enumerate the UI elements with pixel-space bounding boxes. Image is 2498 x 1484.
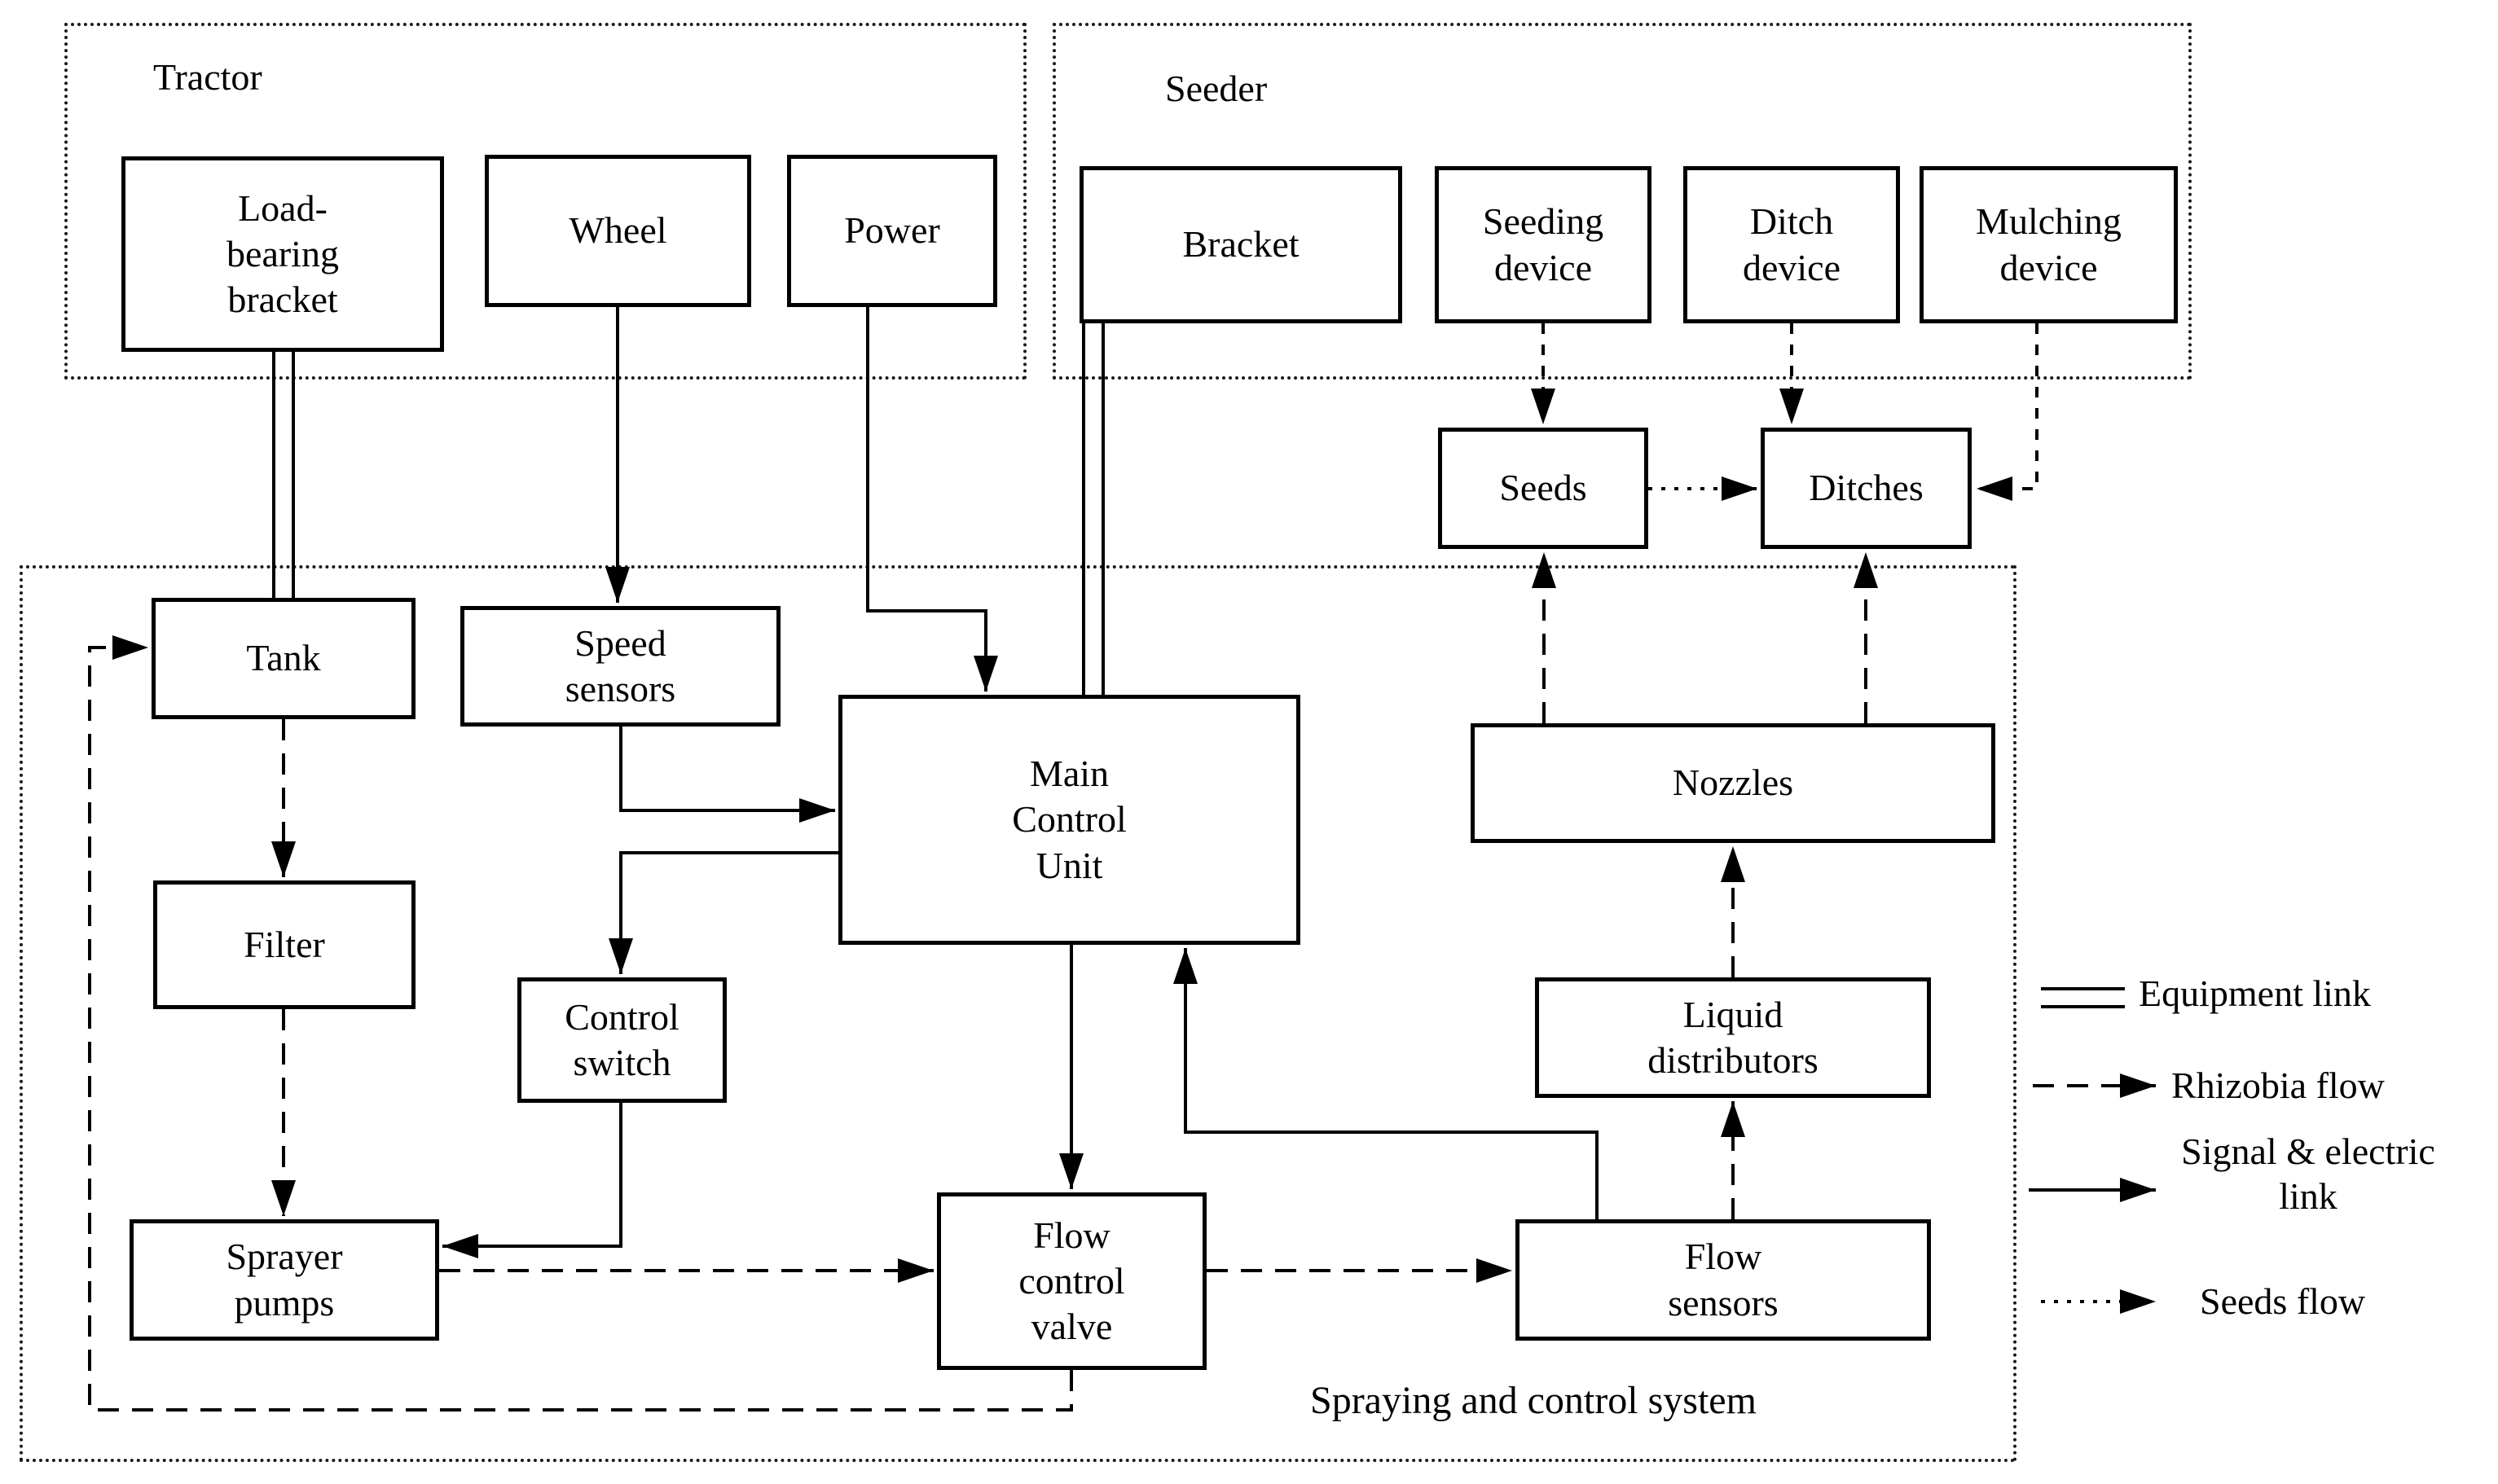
legend-label-seeds-flow: Seeds flow	[2200, 1280, 2366, 1322]
edge-power-to-mcu	[866, 307, 998, 692]
node-ditches: Ditches	[1761, 428, 1972, 549]
node-label: Load- bearing bracket	[226, 187, 339, 321]
node-label: Nozzles	[1672, 762, 1794, 804]
group-tractor	[64, 23, 1027, 380]
node-label: Power	[844, 209, 940, 252]
node-label: Wheel	[569, 209, 667, 252]
node-label: Control switch	[565, 995, 679, 1083]
node-tank: Tank	[152, 598, 416, 719]
node-flow-sensors: Flow sensors	[1515, 1219, 1931, 1341]
legend-equipment-link-symbol	[2041, 987, 2125, 1008]
node-label: Liquid distributors	[1647, 993, 1819, 1081]
edge-mcu-to-control-switch	[609, 851, 838, 974]
node-label: Ditches	[1809, 467, 1924, 509]
node-mulching-device: Mulching device	[1920, 166, 2178, 323]
node-filter: Filter	[153, 880, 416, 1009]
node-seeding-device: Seeding device	[1435, 166, 1651, 323]
edge-load-bracket-to-tank	[272, 352, 295, 598]
group-caption-spraying-system: Spraying and control system	[1310, 1379, 1757, 1422]
node-flow-control-valve: Flow control valve	[937, 1192, 1207, 1370]
node-control-switch: Control switch	[517, 977, 727, 1103]
node-sprayer-pumps: Sprayer pumps	[130, 1219, 439, 1341]
node-label: Ditch device	[1742, 200, 1841, 288]
node-seeds: Seeds	[1438, 428, 1648, 549]
node-wheel: Wheel	[485, 155, 751, 307]
node-bracket: Bracket	[1080, 166, 1402, 323]
node-label: Main Control Unit	[1012, 753, 1127, 886]
group-label-seeder: Seeder	[1165, 68, 1268, 109]
legend-label-signal-electric-link: Signal & electric link	[2181, 1131, 2435, 1218]
edge-flow-sensors-to-mcu	[1173, 948, 1599, 1219]
node-ditch-device: Ditch device	[1683, 166, 1900, 323]
node-label: Tank	[246, 637, 321, 679]
group-spraying-system	[20, 565, 2016, 1462]
node-label: Speed sensors	[565, 621, 676, 709]
legend-label-equipment-link: Equipment link	[2139, 973, 2371, 1014]
edge-bracket-to-mcu	[1082, 323, 1105, 695]
node-label: Seeding device	[1482, 200, 1604, 288]
node-label: Flow sensors	[1668, 1236, 1779, 1324]
node-liquid-distributors: Liquid distributors	[1535, 977, 1931, 1098]
node-label: Seeds	[1499, 467, 1587, 509]
node-speed-sensors: Speed sensors	[460, 606, 781, 727]
node-power: Power	[787, 155, 997, 307]
group-label-tractor: Tractor	[153, 56, 262, 98]
edge-speed-sensors-to-mcu	[619, 727, 835, 823]
node-main-control-unit: Main Control Unit	[838, 695, 1300, 945]
edge-mulching-device-to-ditches	[1977, 323, 2038, 501]
legend-label-rhizobia-flow: Rhizobia flow	[2171, 1065, 2385, 1106]
node-label: Filter	[244, 923, 325, 965]
node-load-bearing-bracket: Load- bearing bracket	[121, 156, 444, 352]
edge-control-switch-to-sprayer-pumps	[442, 1103, 622, 1258]
node-label: Bracket	[1182, 223, 1300, 266]
group-seeder	[1053, 23, 2192, 380]
node-label: Flow control valve	[1018, 1214, 1125, 1348]
node-nozzles: Nozzles	[1471, 723, 1995, 843]
node-label: Sprayer pumps	[226, 1236, 343, 1324]
node-label: Mulching device	[1976, 200, 2122, 288]
